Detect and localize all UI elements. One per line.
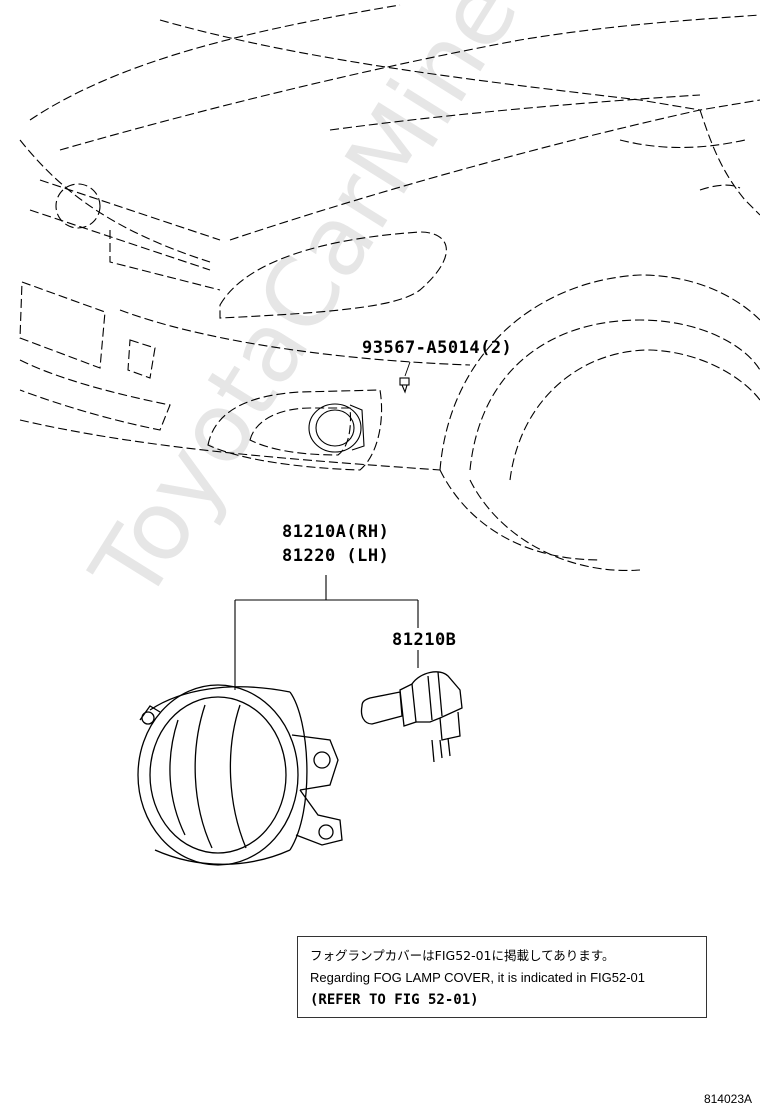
side-marker [699, 184, 741, 191]
hood-crease [159, 19, 701, 111]
fender-line [619, 139, 746, 149]
tire-inner [509, 349, 760, 481]
fog-lamp-opening [249, 407, 352, 456]
note-english: Regarding FOG LAMP COVER, it is indicate… [310, 970, 646, 985]
callout-bulb: 81210B [392, 630, 457, 650]
bulb-icon [360, 671, 463, 763]
tire-bottom-2 [469, 479, 641, 572]
tire-outer [469, 319, 760, 471]
note-box: フォグランプカバーはFIG52-01に掲載してあります。 Regarding F… [297, 936, 707, 1018]
headlamp [219, 231, 447, 319]
callout-fog-lamp-rh: 81210A(RH) [282, 522, 390, 542]
fog-lamp-installed [308, 403, 365, 453]
bumper-line [119, 309, 471, 366]
tire-bottom [439, 469, 601, 561]
screw-icon [399, 377, 410, 394]
fog-lamp-bezel [207, 389, 383, 471]
hood-line-mid [59, 14, 760, 151]
bumper-bottom [19, 419, 441, 471]
emblem [55, 183, 101, 229]
figure-id: 814023A [703, 1092, 752, 1106]
grille-bar-2 [29, 209, 211, 271]
grille-top [19, 139, 211, 263]
bumper-lower [19, 359, 171, 431]
note-reference: (REFER TO FIG 52-01) [310, 992, 479, 1008]
hood-crease-2 [329, 94, 701, 131]
license-plate [19, 281, 106, 369]
fender-top [699, 109, 760, 216]
hood-line-left [29, 4, 401, 121]
hood-front-edge [229, 99, 760, 241]
grille-bar-1 [39, 179, 221, 241]
screw-leader [404, 361, 411, 377]
note-japanese: フォグランプカバーはFIG52-01に掲載してあります。 [310, 948, 615, 963]
grille-bar-3 [109, 230, 221, 291]
fog-lamp-assembly-icon [137, 684, 343, 866]
callout-fog-lamp-lh: 81220 (LH) [282, 546, 390, 566]
wheel-arch [439, 274, 760, 471]
tow-hook-cover [127, 339, 156, 379]
car-front-outline [19, 4, 760, 572]
callout-screw: 93567-A5014(2) [362, 338, 513, 358]
callout-bracket [234, 575, 419, 690]
